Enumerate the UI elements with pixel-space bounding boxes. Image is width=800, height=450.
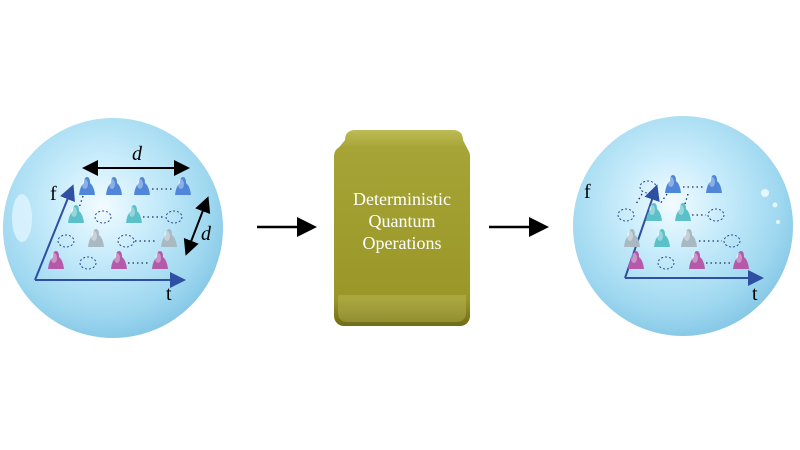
box-label-line-2: Quantum (369, 211, 436, 231)
empty-slot-icon (79, 256, 97, 270)
left-sphere-body (3, 118, 223, 338)
pulse-highlight (657, 231, 663, 241)
empty-slot-icon (639, 180, 657, 194)
pulse-icon (106, 177, 122, 195)
pulse-icon (126, 205, 142, 223)
right-sphere-sparkle (772, 202, 778, 208)
left-axes (34, 184, 186, 288)
empty-slot-icon (117, 234, 135, 248)
pulse-highlight (692, 253, 698, 263)
box-front-face (334, 146, 470, 326)
operations-box: Deterministic Quantum Operations (334, 130, 470, 326)
box-label-line-3: Operations (363, 233, 442, 253)
pulse-icon (68, 205, 84, 223)
pulse-highlight (91, 231, 97, 241)
empty-slot-icon (57, 234, 75, 248)
pulse-icon (646, 203, 662, 221)
pulse-icon (152, 251, 168, 269)
pulse-highlight (155, 253, 161, 263)
pulse-icon (79, 177, 95, 195)
box-top-face (337, 130, 468, 150)
pulse-icon (161, 229, 177, 247)
ellipsis-dots (635, 193, 643, 205)
box-label-line-1: Deterministic (353, 189, 451, 209)
right-sphere-sparkle (776, 220, 780, 224)
empty-slot-icon (165, 210, 183, 224)
pulse-icon (675, 203, 691, 221)
pulse-icon (665, 175, 681, 193)
pulse-highlight (109, 179, 115, 189)
pulse-highlight (114, 253, 120, 263)
pulse-icon (88, 229, 104, 247)
pulse-highlight (709, 177, 715, 187)
left-f-axis (34, 184, 75, 281)
left-sphere: f t d d (3, 118, 223, 338)
empty-slot-icon (617, 208, 635, 222)
empty-slot-icon (707, 208, 725, 222)
right-t-axis-label: t (752, 283, 758, 305)
pulse-highlight (649, 205, 655, 215)
pulse-icon (111, 251, 127, 269)
left-f-axis-label: f (50, 183, 57, 205)
pulse-icon (706, 175, 722, 193)
left-horizontal-spacing-label: d (132, 143, 143, 165)
empty-slot-icon (94, 210, 112, 224)
pulse-highlight (178, 179, 184, 189)
left-t-axis-label: t (166, 283, 172, 305)
right-pulse-grid (617, 175, 749, 270)
left-vertical-spacing-arrow (183, 196, 211, 256)
pulse-icon (681, 229, 697, 247)
pulse-highlight (684, 231, 690, 241)
right-sphere-sparkle (761, 189, 769, 197)
pulse-highlight (129, 207, 135, 217)
box-bottom-shine (338, 295, 466, 322)
pulse-highlight (71, 207, 77, 217)
pulse-highlight (736, 253, 742, 263)
pulse-icon (134, 177, 150, 195)
right-f-axis-label: f (584, 181, 591, 203)
pulse-icon (654, 229, 670, 247)
pulse-highlight (51, 253, 57, 263)
pulse-highlight (631, 253, 637, 263)
pulse-highlight (137, 179, 143, 189)
ellipsis-dots (684, 193, 689, 205)
left-sphere-highlight (12, 194, 32, 242)
pulse-highlight (627, 231, 633, 241)
empty-slot-icon (657, 256, 675, 270)
pulse-icon (624, 229, 640, 247)
pulse-icon (733, 251, 749, 269)
left-vertical-spacing-label: d (201, 223, 212, 245)
left-pulse-grid (48, 177, 191, 270)
pulse-icon (175, 177, 191, 195)
pulse-highlight (678, 205, 684, 215)
pulse-highlight (668, 177, 674, 187)
ellipsis-dots (659, 193, 668, 205)
pulse-icon (48, 251, 64, 269)
empty-slot-icon (723, 234, 741, 248)
right-sphere-body (573, 116, 793, 336)
pulse-highlight (164, 231, 170, 241)
pulse-icon (628, 251, 644, 269)
pulse-icon (689, 251, 705, 269)
right-sphere: f t (573, 116, 793, 336)
pulse-highlight (82, 179, 88, 189)
